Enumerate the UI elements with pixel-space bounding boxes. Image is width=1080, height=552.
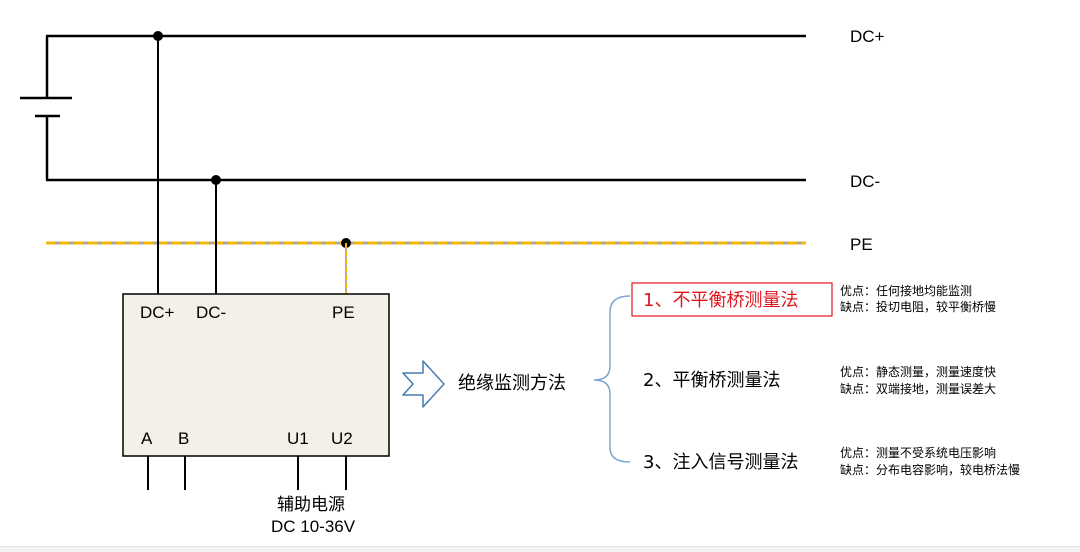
aux-power-label: 辅助电源 [277,495,345,515]
terminal-u2: U2 [331,429,353,448]
monitor-device-box [122,293,390,457]
method-2-pros: 优点：静态测量，测量速度快 [840,364,996,379]
pe-bus-label: PE [850,235,873,254]
dc-plus-bus-label: DC+ [850,27,885,46]
method-1-highlight-box [631,282,833,317]
dc-minus-bus: DC- [46,172,880,191]
method-2-cons: 缺点：双端接地，测量误差大 [840,381,996,396]
method-brace [593,295,631,463]
terminal-a: A [141,429,153,448]
method-1-cons: 缺点：投切电阻，较平衡桥慢 [840,299,996,314]
bottom-rule [0,546,1080,552]
method-1-pros: 优点：任何接地均能监测 [840,283,972,298]
method-3-cons: 缺点：分布电容影响，较电桥法慢 [840,462,1020,477]
method-2-label: 2、平衡桥测量法 [643,370,780,391]
hollow-arrow-icon [402,360,445,408]
aux-power-voltage: DC 10-36V [271,517,356,536]
method-3-pros: 优点：测量不受系统电压影响 [840,445,996,460]
battery-source [20,36,72,180]
terminal-u1: U1 [287,429,309,448]
monitor-device: DC+ DC- PE A B U1 U2 [122,293,390,457]
pe-bus: PE [46,235,873,254]
terminal-pe: PE [332,303,355,322]
method-title: 绝缘监测方法 [458,373,566,394]
method-1: 1、不平衡桥测量法 优点：任何接地均能监测 缺点：投切电阻，较平衡桥慢 [631,282,996,317]
method-1-label: 1、不平衡桥测量法 [643,290,798,311]
method-2: 2、平衡桥测量法 优点：静态测量，测量速度快 缺点：双端接地，测量误差大 [643,364,996,396]
method-3-label: 3、注入信号测量法 [643,452,798,473]
dc-minus-bus-label: DC- [850,172,880,191]
terminal-b: B [178,429,189,448]
method-3: 3、注入信号测量法 优点：测量不受系统电压影响 缺点：分布电容影响，较电桥法慢 [643,445,1020,477]
dc-plus-bus: DC+ [46,27,885,46]
terminal-dc-plus: DC+ [140,303,175,322]
terminal-dc-minus: DC- [196,303,226,322]
